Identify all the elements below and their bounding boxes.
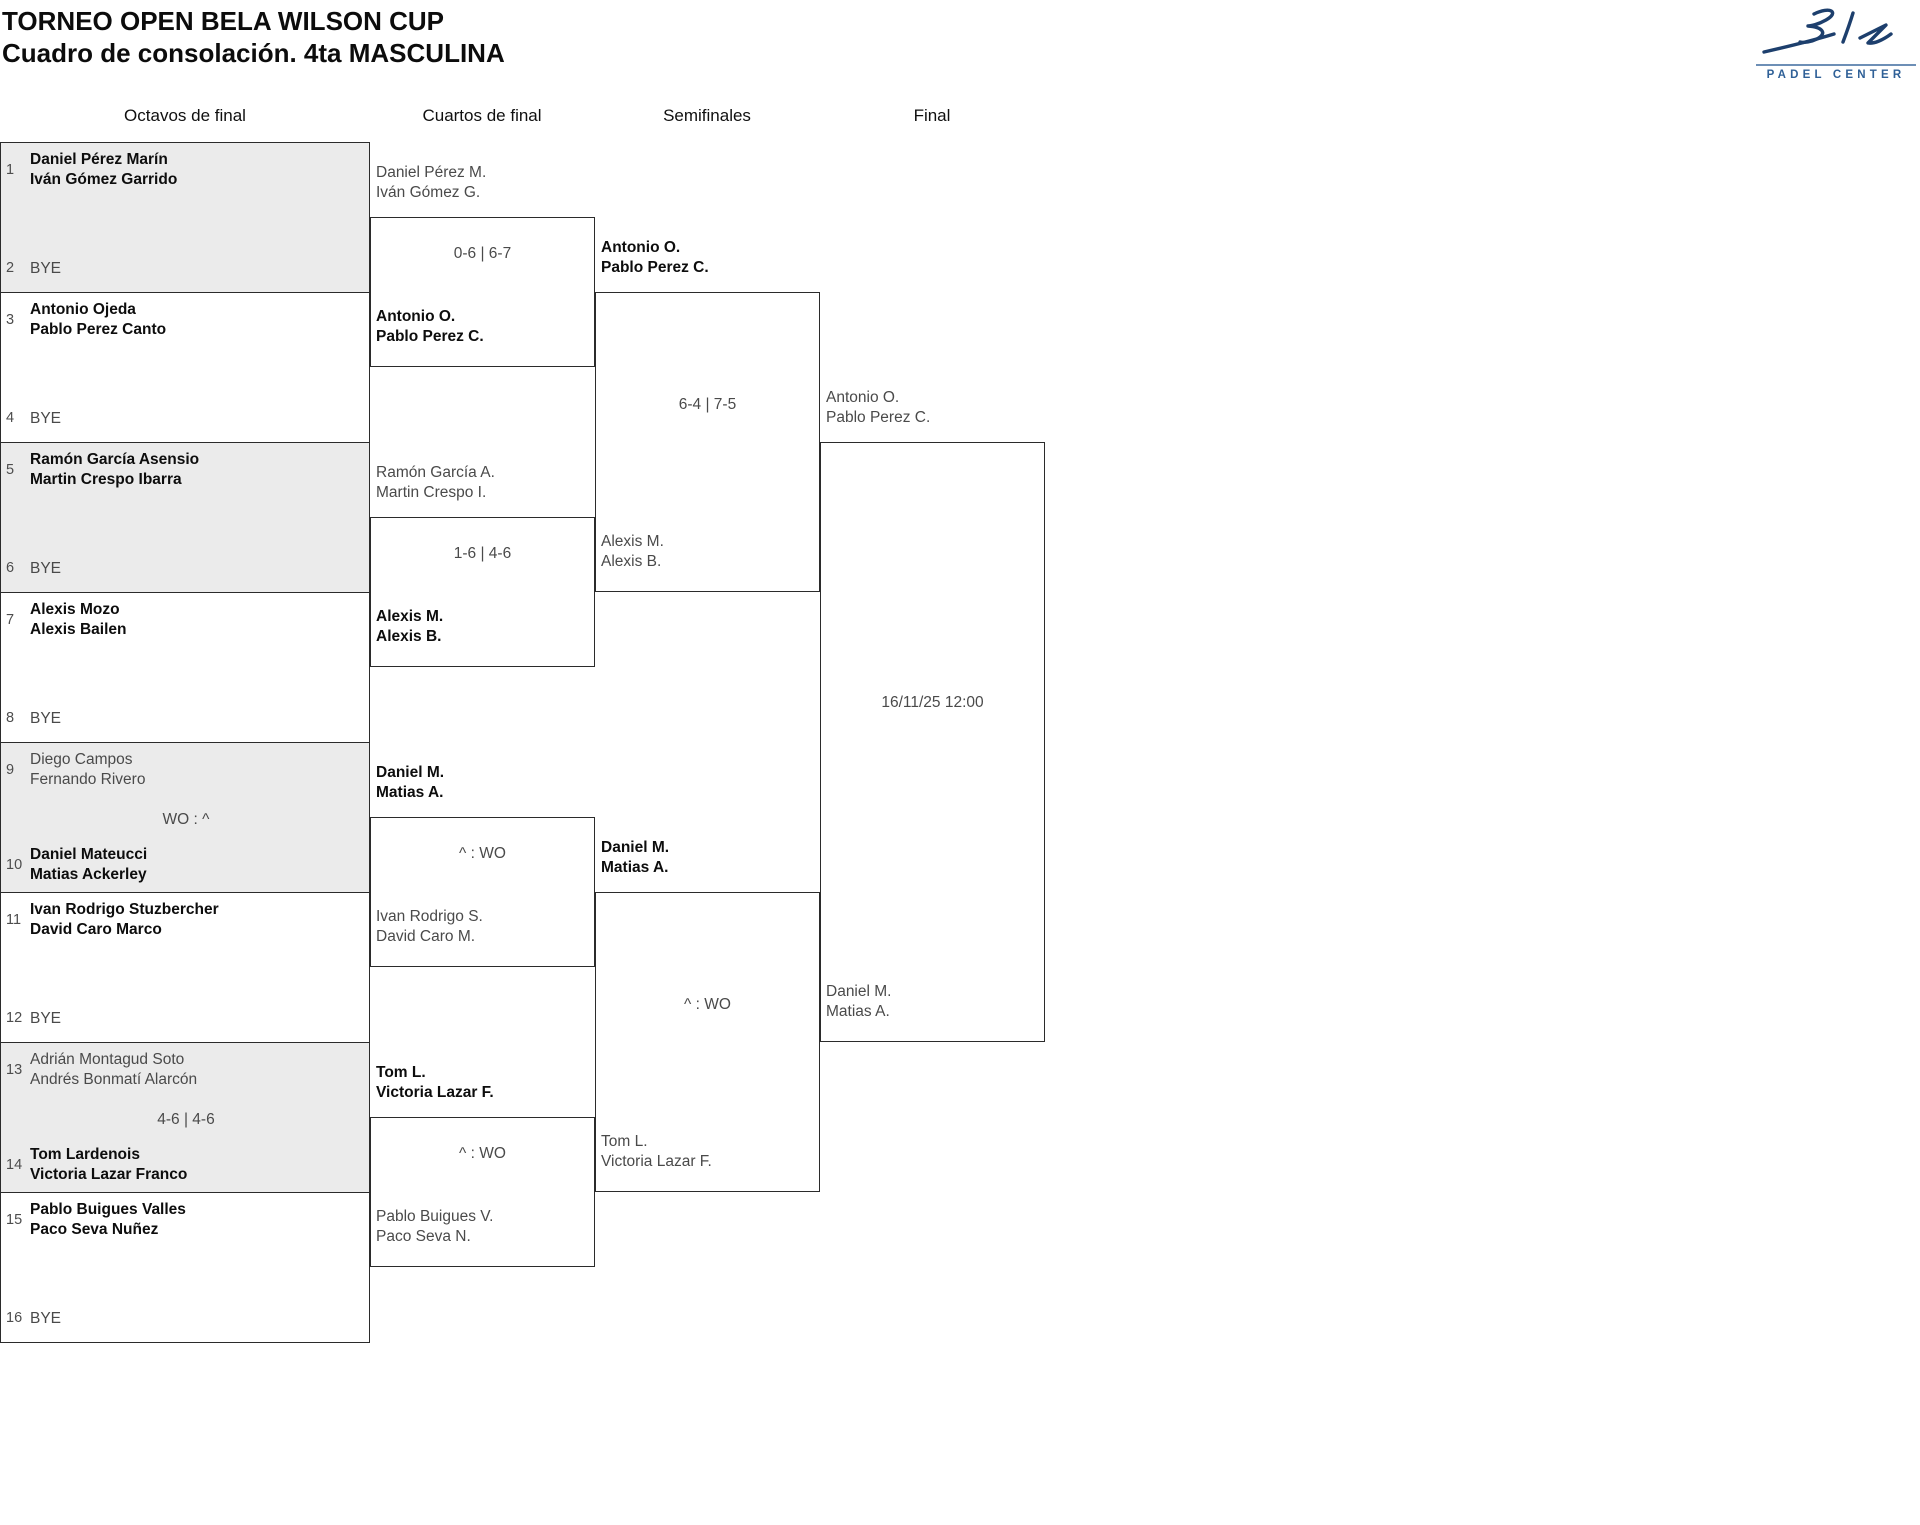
- match-score: 4-6 | 4-6: [157, 1111, 215, 1128]
- final-box: [820, 442, 1045, 1042]
- semifinal-1-bottom-team: Alexis M.Alexis B.: [601, 533, 664, 570]
- seed-number: 10: [6, 856, 23, 873]
- seed-number: 9: [6, 761, 15, 778]
- team-slot-seed6: 6 BYE: [6, 559, 62, 577]
- logo-divider: [1756, 64, 1916, 66]
- semifinal-2-bottom-team: Tom L.Victoria Lazar F.: [601, 1133, 712, 1170]
- seed-number: 5: [6, 461, 15, 478]
- final-bottom-team: Daniel M.Matias A.: [826, 983, 892, 1020]
- seed-number: 3: [6, 311, 15, 328]
- round-header-semifinales: Semifinales: [663, 106, 751, 125]
- cuartos-match-4-box: [370, 1117, 595, 1267]
- match-score: ^ : WO: [459, 1145, 506, 1162]
- team-slot-seed16: 16 BYE: [6, 1309, 62, 1327]
- seed-number: 12: [6, 1010, 23, 1027]
- round-header-octavos: Octavos de final: [124, 106, 246, 125]
- bela-signature-icon: [1762, 8, 1893, 54]
- seed-number: 8: [6, 710, 15, 727]
- team-slot-seed12: 12 BYE: [6, 1009, 62, 1027]
- semifinal-1-top-team: Antonio O.Pablo Perez C.: [601, 239, 709, 276]
- cuartos-1-top-team: Daniel Pérez M.Iván Gómez G.: [376, 164, 487, 201]
- seed-number: 16: [6, 1310, 23, 1327]
- team-slot-seed4: 4 BYE: [6, 409, 62, 427]
- cuartos-1-bottom-team: Antonio O.Pablo Perez C.: [376, 308, 484, 345]
- final-top-team: Antonio O.Pablo Perez C.: [826, 389, 931, 426]
- page-title: TORNEO OPEN BELA WILSON CUP: [2, 6, 445, 36]
- match-score: 6-4 | 7-5: [678, 396, 737, 413]
- final-schedule: 16/11/25 12:00: [881, 694, 984, 711]
- logo-tagline: PADEL CENTER: [1766, 69, 1906, 81]
- page-subtitle: Cuadro de consolación. 4ta MASCULINA: [2, 38, 505, 68]
- seed-number: 4: [6, 410, 15, 427]
- cuartos-3-top-team: Daniel M.Matias A.: [376, 764, 445, 801]
- semifinal-2-top-team: Daniel M.Matias A.: [601, 839, 670, 876]
- cuartos-4-top-team: Tom L.Victoria Lazar F.: [376, 1064, 494, 1101]
- round-header-final: Final: [913, 106, 951, 125]
- match-score: WO : ^: [162, 811, 210, 828]
- semifinal-2-box: [595, 892, 820, 1192]
- team-slot-seed8: 8 BYE: [6, 709, 62, 727]
- match-score: ^ : WO: [684, 996, 731, 1013]
- club-logo: PADEL CENTER: [1756, 4, 1916, 81]
- match-score: ^ : WO: [459, 845, 506, 862]
- seed-number: 14: [6, 1156, 23, 1173]
- round-header-cuartos: Cuartos de final: [422, 106, 542, 125]
- cuartos-4-bottom-team: Pablo Buigues V.Paco Seva N.: [376, 1208, 494, 1245]
- seed-number: 2: [6, 260, 15, 277]
- semifinal-1-box: [595, 292, 820, 592]
- cuartos-3-bottom-team: Ivan Rodrigo S.David Caro M.: [376, 908, 483, 945]
- seed-number: 7: [6, 611, 15, 628]
- cuartos-match-1-box: [370, 217, 595, 367]
- cuartos-match-3-box: [370, 817, 595, 967]
- seed-number: 6: [6, 560, 15, 577]
- seed-number: 15: [6, 1211, 23, 1228]
- team-slot-seed2: 2 BYE: [6, 259, 62, 277]
- cuartos-2-top-team: Ramón García A.Martin Crespo I.: [376, 464, 495, 501]
- match-score: 1-6 | 4-6: [453, 545, 512, 562]
- seed-number: 11: [6, 911, 22, 928]
- seed-number: 13: [6, 1061, 23, 1078]
- seed-number: 1: [6, 161, 15, 178]
- cuartos-2-bottom-team: Alexis M.Alexis B.: [376, 608, 444, 645]
- cuartos-match-2-box: [370, 517, 595, 667]
- match-score: 0-6 | 6-7: [453, 245, 512, 262]
